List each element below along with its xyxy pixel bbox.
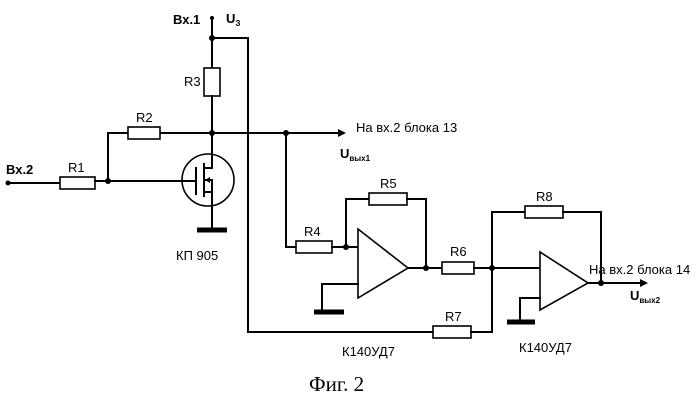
resistor-r4 xyxy=(296,241,332,253)
resistor-r3-label: R3 xyxy=(184,74,201,89)
resistor-r8 xyxy=(525,206,563,218)
output-1-label: Uвых1 xyxy=(340,146,371,163)
junction-dot xyxy=(209,35,215,41)
output-block13-label: На вх.2 блока 13 xyxy=(356,120,457,135)
input-1-label: Вх.1 xyxy=(173,12,200,27)
junction-dot xyxy=(209,130,215,136)
opamp-1-label: К140УД7 xyxy=(342,344,395,359)
resistor-r6-label: R6 xyxy=(450,244,467,259)
input-2-label: Вх.2 xyxy=(6,162,33,177)
transistor-kp905 xyxy=(182,154,234,230)
supply-label: UЗ xyxy=(226,11,240,28)
junction-dot xyxy=(105,178,111,184)
resistor-r8-label: R8 xyxy=(536,189,553,204)
figure-caption: Фиг. 2 xyxy=(309,372,364,396)
resistor-r7-label: R7 xyxy=(445,309,462,324)
opamp-2-label: К140УД7 xyxy=(519,340,572,355)
resistor-r1 xyxy=(60,177,95,189)
output-2-label: Uвых2 xyxy=(630,288,661,305)
junction-dot xyxy=(598,280,604,286)
resistor-r5 xyxy=(369,193,407,205)
output-block14-label: На вх.2 блока 14 xyxy=(589,262,690,277)
opamp-1 xyxy=(358,229,408,298)
resistor-r1-label: R1 xyxy=(68,160,85,175)
resistor-r6 xyxy=(442,262,474,274)
resistor-r3 xyxy=(204,68,220,96)
junction-dot xyxy=(423,265,429,271)
resistor-r7 xyxy=(433,326,471,338)
resistor-r5-label: R5 xyxy=(380,176,397,191)
terminal-dot xyxy=(210,16,214,20)
resistor-r4-label: R4 xyxy=(304,224,321,239)
resistor-r2 xyxy=(128,127,160,139)
resistor-r2-label: R2 xyxy=(136,110,153,125)
opamp-2 xyxy=(540,252,588,310)
transistor-label: КП 905 xyxy=(176,248,218,263)
